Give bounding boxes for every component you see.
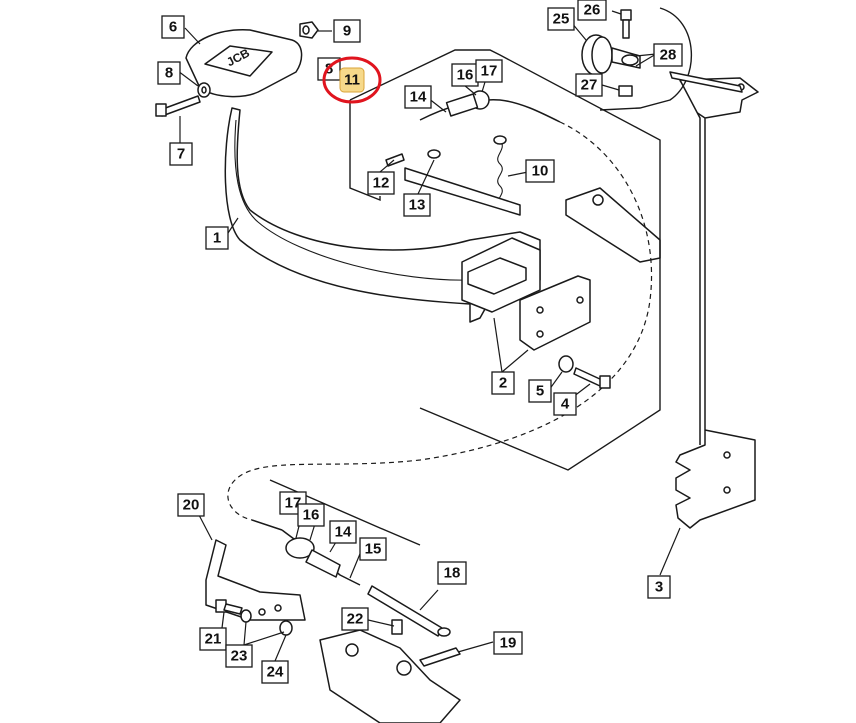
assembly-frame-upper	[349, 49, 661, 471]
svg-text:9: 9	[343, 23, 351, 40]
callout-18[interactable]: 18	[437, 561, 467, 585]
callout-27[interactable]: 27	[575, 73, 603, 97]
svg-text:5: 5	[536, 383, 544, 400]
pedal-pad: JCB	[185, 29, 303, 98]
callout-26[interactable]: 26	[577, 0, 607, 21]
svg-text:1: 1	[213, 230, 221, 247]
frame-bracket	[565, 77, 759, 529]
pivot-housing	[404, 167, 591, 351]
svg-text:7: 7	[177, 146, 185, 163]
callout-20[interactable]: 20	[177, 493, 205, 517]
callouts: 6 8 7 9 8 11 1 14 16 17 10 12 13 2 5 4 3…	[157, 0, 683, 684]
svg-text:12: 12	[373, 175, 390, 192]
washer-8	[197, 82, 211, 98]
callout-9[interactable]: 9	[333, 19, 361, 43]
highlight-fill	[339, 67, 365, 93]
cable-lower	[251, 519, 361, 586]
svg-text:27: 27	[581, 77, 598, 94]
callout-25[interactable]: 25	[547, 7, 575, 31]
svg-text:3: 3	[655, 579, 663, 596]
svg-text:16: 16	[303, 507, 320, 524]
spring-10	[493, 135, 507, 209]
callout-24[interactable]: 24	[261, 660, 289, 684]
callout-10[interactable]: 10	[525, 159, 555, 183]
assembly-frame-lower	[269, 479, 421, 546]
svg-text:28: 28	[660, 47, 677, 64]
callout-14-bottom[interactable]: 14	[329, 520, 357, 544]
svg-text:25: 25	[553, 11, 570, 28]
spring-18	[367, 585, 451, 637]
bolt-7	[155, 95, 201, 117]
cable-upper	[227, 90, 653, 521]
svg-text:17: 17	[285, 495, 302, 512]
callout-12[interactable]: 12	[367, 171, 395, 195]
callout-15[interactable]: 15	[359, 537, 387, 561]
callout-3[interactable]: 3	[647, 575, 671, 599]
callout-19[interactable]: 19	[493, 631, 523, 655]
bracket-20	[205, 539, 306, 621]
callout-17-bottom[interactable]: 17	[279, 491, 307, 515]
callout-23[interactable]: 23	[225, 644, 253, 668]
callout-13[interactable]: 13	[403, 193, 431, 217]
washer-23	[240, 609, 252, 623]
svg-text:6: 6	[169, 19, 177, 36]
bolt-21	[215, 599, 243, 615]
svg-text:17: 17	[481, 63, 498, 80]
lower-lever-assembly	[319, 619, 461, 723]
callout-4[interactable]: 4	[553, 392, 577, 416]
svg-text:24: 24	[267, 664, 284, 681]
svg-text:14: 14	[335, 524, 352, 541]
callout-6[interactable]: 6	[161, 15, 185, 39]
callout-17-top[interactable]: 17	[475, 59, 503, 83]
svg-text:14: 14	[410, 89, 427, 106]
svg-text:8: 8	[165, 65, 173, 82]
svg-text:19: 19	[500, 635, 517, 652]
detail-inset	[581, 7, 743, 111]
nut-9	[299, 21, 319, 39]
callout-11-highlighted[interactable]: 11	[322, 56, 382, 104]
callout-1[interactable]: 1	[205, 226, 229, 250]
svg-text:20: 20	[183, 497, 200, 514]
callout-16-top[interactable]: 16	[451, 63, 479, 87]
svg-text:4: 4	[561, 396, 570, 413]
callout-22[interactable]: 22	[341, 607, 369, 631]
callout-5[interactable]: 5	[528, 379, 552, 403]
svg-text:18: 18	[444, 565, 461, 582]
svg-text:26: 26	[584, 2, 601, 19]
svg-text:11: 11	[344, 72, 360, 89]
svg-text:21: 21	[205, 631, 222, 648]
callout-7[interactable]: 7	[169, 142, 193, 166]
svg-text:22: 22	[347, 611, 364, 628]
svg-text:16: 16	[457, 67, 474, 84]
svg-text:13: 13	[409, 197, 426, 214]
svg-text:23: 23	[231, 648, 248, 665]
highlight-circle	[322, 56, 382, 104]
callout-16-bottom[interactable]: 16	[297, 503, 325, 527]
callout-28[interactable]: 28	[653, 43, 683, 67]
bolt-4	[558, 355, 611, 389]
svg-text:2: 2	[499, 375, 507, 392]
callout-8[interactable]: 8	[157, 61, 181, 85]
clip-13	[427, 149, 441, 159]
callout-21[interactable]: 21	[199, 627, 227, 651]
callout-14-top[interactable]: 14	[404, 85, 432, 109]
svg-text:15: 15	[365, 541, 382, 558]
svg-text:10: 10	[532, 163, 549, 180]
callout-2[interactable]: 2	[491, 371, 515, 395]
